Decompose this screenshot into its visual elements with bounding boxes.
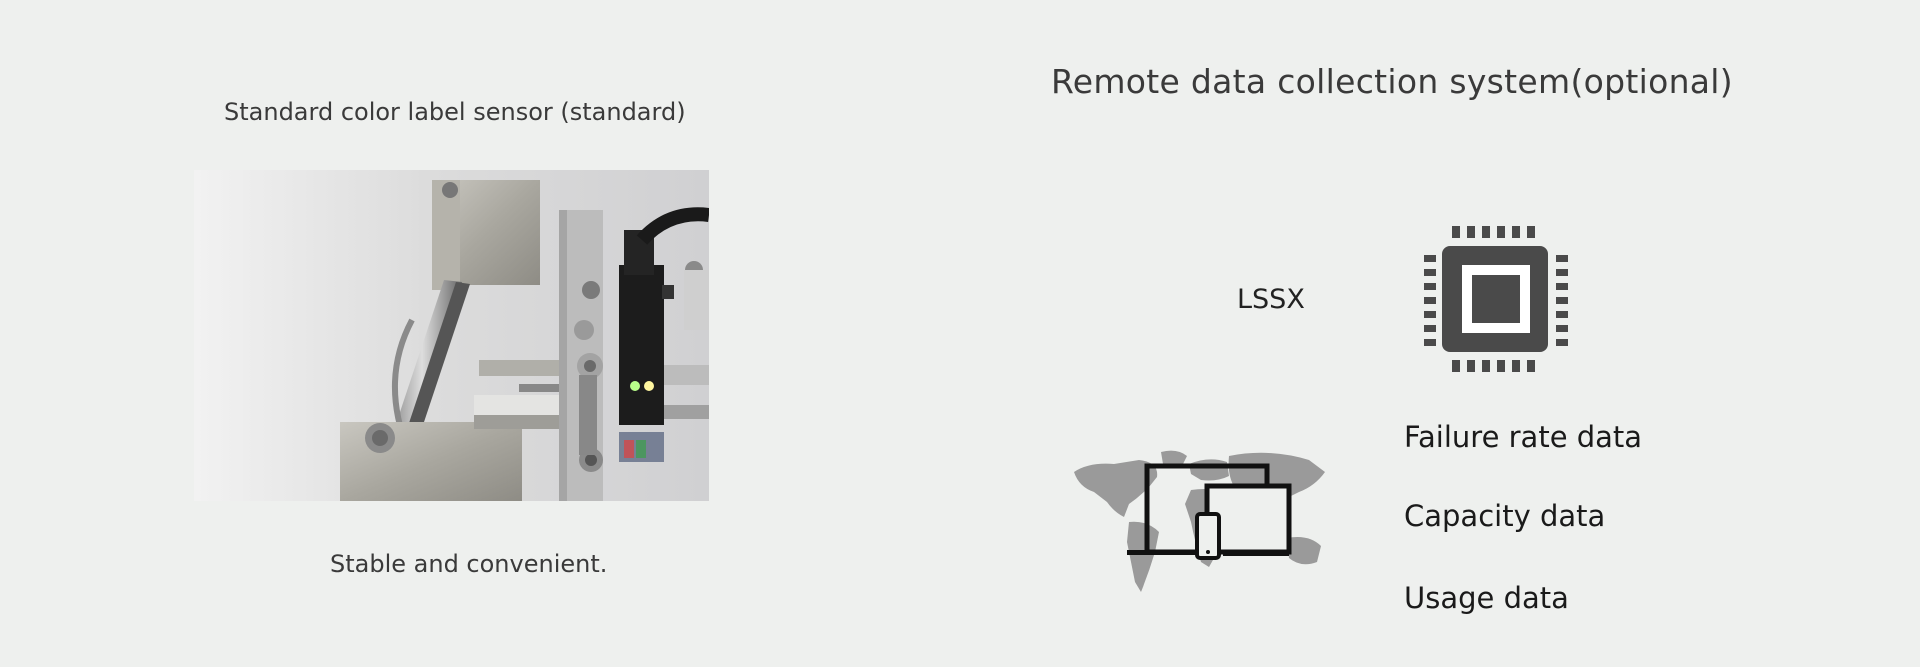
- stable-caption: Stable and convenient.: [330, 550, 608, 578]
- sensor-caption: Standard color label sensor (standard): [224, 98, 686, 126]
- remote-system-title: Remote data collection system(optional): [1051, 62, 1733, 101]
- processor-chip-icon: [1424, 226, 1568, 372]
- feature-usage: Usage data: [1404, 581, 1569, 615]
- feature-failure-rate: Failure rate data: [1404, 420, 1643, 454]
- feature-capacity: Capacity data: [1404, 499, 1606, 533]
- chip-label: LSSX: [1237, 284, 1305, 315]
- sensor-photo: [194, 170, 709, 501]
- world-map-devices-icon: [1074, 450, 1325, 592]
